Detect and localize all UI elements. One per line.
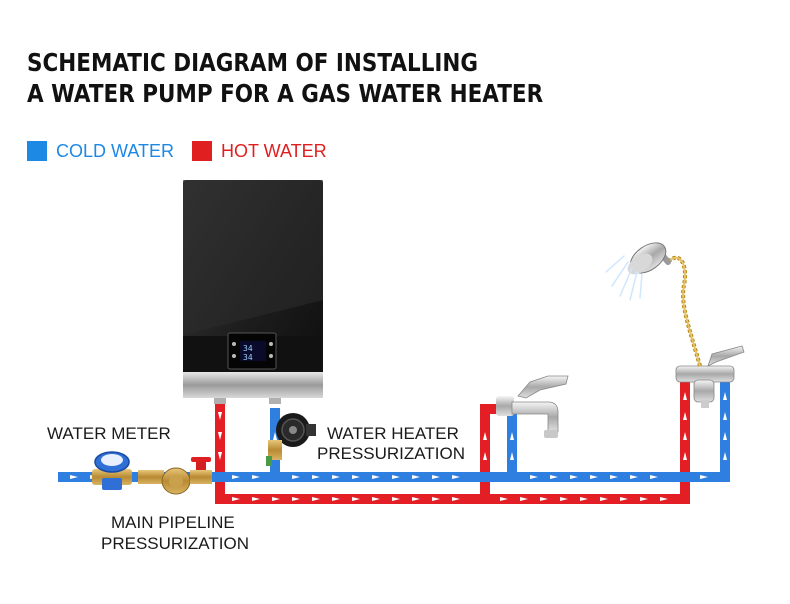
cold-water-label: COLD WATER: [56, 140, 175, 161]
faucet-icon: [496, 375, 569, 438]
shower-hose: [666, 255, 702, 367]
shower-head-icon: [605, 242, 671, 301]
legend-hot-water: HOT WATER: [192, 140, 327, 162]
water-meter-label: WATER METER: [47, 424, 171, 443]
title-line-1: SCHEMATIC DIAGRAM OF INSTALLING: [27, 48, 479, 77]
title-line-2: A WATER PUMP FOR A GAS WATER HEATER: [27, 79, 544, 108]
water-meter-icon: [92, 451, 132, 490]
svg-text:34: 34: [243, 353, 253, 362]
mixer-valve-icon: [675, 345, 745, 408]
main-pipeline-pump-icon: [138, 457, 212, 495]
svg-text:34: 34: [243, 344, 253, 353]
pump-icon: [266, 413, 316, 466]
hot-water-swatch: [192, 141, 212, 161]
cold-water-swatch: [27, 141, 47, 161]
water-heater-icon: 34 34: [183, 180, 323, 404]
page-title: SCHEMATIC DIAGRAM OF INSTALLING A WATER …: [27, 47, 543, 109]
main-pipeline-label-line-1: MAIN PIPELINE: [111, 513, 235, 532]
legend-cold-water: COLD WATER: [27, 140, 174, 162]
heater-pressurization-label-line-2: PRESSURIZATION: [317, 444, 465, 463]
shower-spray: [605, 255, 643, 301]
hot-water-label: HOT WATER: [221, 140, 327, 161]
main-pipeline-label-line-2: PRESSURIZATION: [101, 534, 249, 553]
heater-pressurization-label-line-1: WATER HEATER: [327, 424, 459, 443]
